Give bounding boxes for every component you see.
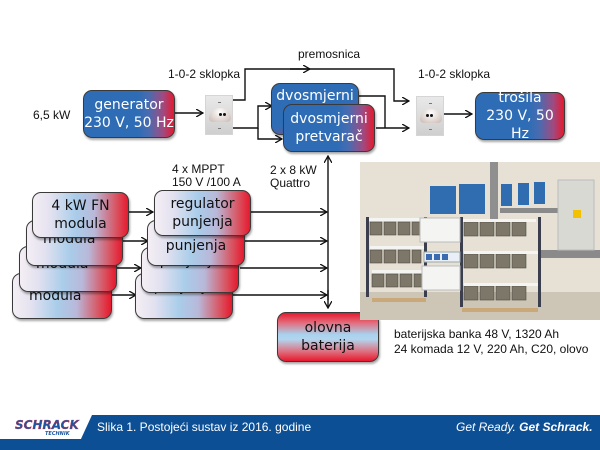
- battery-room-illustration: [360, 162, 600, 320]
- switch-right-icon: [416, 96, 444, 136]
- line-switch-inverter2: [257, 128, 282, 139]
- generator-voltage: 230 V, 50 Hz: [84, 115, 174, 131]
- generator-power-label: 6,5 kW: [33, 108, 71, 122]
- mppt-spec-line1: 4 x MPPT: [172, 162, 225, 176]
- battery-room-photo: [360, 162, 600, 320]
- generator-label: generator: [94, 97, 164, 113]
- pv-module-1-label2: modula: [54, 216, 107, 232]
- line-switch-inverter1: [232, 106, 272, 129]
- battery-spec-line2: 24 komada 12 V, 220 Ah, C20, olovo: [394, 342, 589, 356]
- pv-module-1-label1: 4 kW FN: [51, 198, 110, 214]
- switch-left-label: 1-0-2 sklopka: [168, 67, 241, 81]
- figure-caption: Slika 1. Postojeći sustav iz 2016. godin…: [97, 420, 312, 434]
- bypass-label: premosnica: [298, 47, 361, 61]
- loads-box: trošila 230 V, 50 Hz: [475, 90, 565, 142]
- generator-box: generator 230 V, 50 Hz: [83, 90, 175, 138]
- inverter-back-label: dvosmjerni: [276, 88, 354, 104]
- charge-regulator-1: regulator punjenja: [154, 190, 251, 236]
- schrack-logo: SCHRACK TECHNIK: [0, 415, 92, 439]
- footer-bar: [0, 415, 600, 450]
- switch-left-icon: [205, 95, 233, 135]
- inverter-front-label2: pretvarač: [295, 129, 363, 145]
- charge-regulator-1-label1: regulator: [170, 196, 235, 212]
- charge-regulator-1-label2: punjenja: [172, 214, 233, 230]
- pv-module-4-label: modula: [29, 288, 82, 304]
- inverter-spec-line2: Quattro: [270, 176, 311, 190]
- line-inverter1-out: [356, 95, 386, 128]
- pv-module-1: 4 kW FN modula: [32, 192, 129, 238]
- inverter-spec-line1: 2 x 8 kW: [270, 163, 317, 177]
- inverter-front-label1: dvosmjerni: [290, 111, 368, 127]
- mppt-spec-line2: 150 V /100 A: [172, 175, 241, 189]
- logo-subtext: TECHNIK: [45, 431, 70, 437]
- line-bypass: [232, 68, 409, 101]
- loads-voltage: 230 V, 50 Hz: [486, 108, 554, 142]
- charge-regulator-2-label: punjenja: [165, 238, 227, 254]
- battery-spec-line1: baterijska banka 48 V, 1320 Ah: [394, 327, 560, 341]
- loads-label: trošila: [498, 90, 542, 106]
- slogan: Get Ready. Get Schrack.: [456, 420, 593, 434]
- logo-text: SCHRACK: [15, 418, 79, 432]
- lead-battery-label: olovna baterija: [301, 320, 355, 354]
- inverter-front-box: dvosmjerni pretvarač: [283, 104, 375, 152]
- switch-right-label: 1-0-2 sklopka: [418, 67, 491, 81]
- slogan-light: Get Ready.: [456, 420, 516, 434]
- lead-battery-box: olovna baterija: [277, 312, 379, 362]
- slogan-bold: Get Schrack.: [519, 420, 593, 434]
